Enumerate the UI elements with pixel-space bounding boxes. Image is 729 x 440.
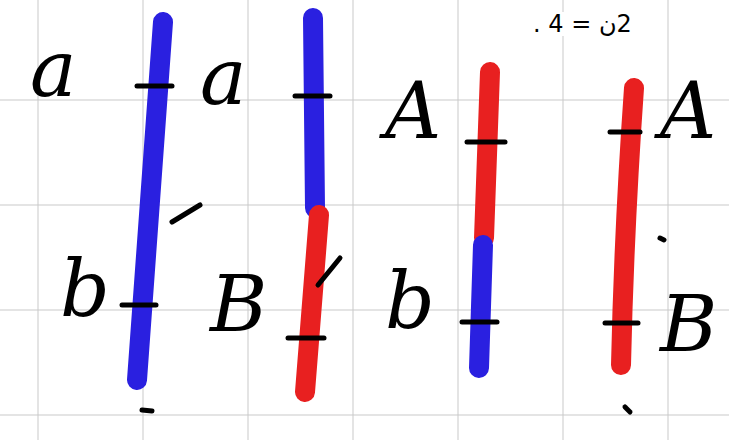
chromosome xyxy=(305,215,319,392)
chromosome xyxy=(484,72,490,238)
allele-label: B xyxy=(210,265,267,343)
chromosome xyxy=(137,22,163,380)
allele-label: B xyxy=(660,285,717,363)
allele-label: A xyxy=(660,72,716,150)
allele-label: A xyxy=(385,72,441,150)
chromosome xyxy=(313,18,315,208)
allele-label: a xyxy=(200,38,247,116)
allele-label: a xyxy=(30,30,77,108)
allele-label: b xyxy=(60,250,110,328)
note-text: 2ن = 4 . xyxy=(530,12,635,36)
chromosome xyxy=(479,245,483,368)
allele-label: b xyxy=(385,262,435,340)
